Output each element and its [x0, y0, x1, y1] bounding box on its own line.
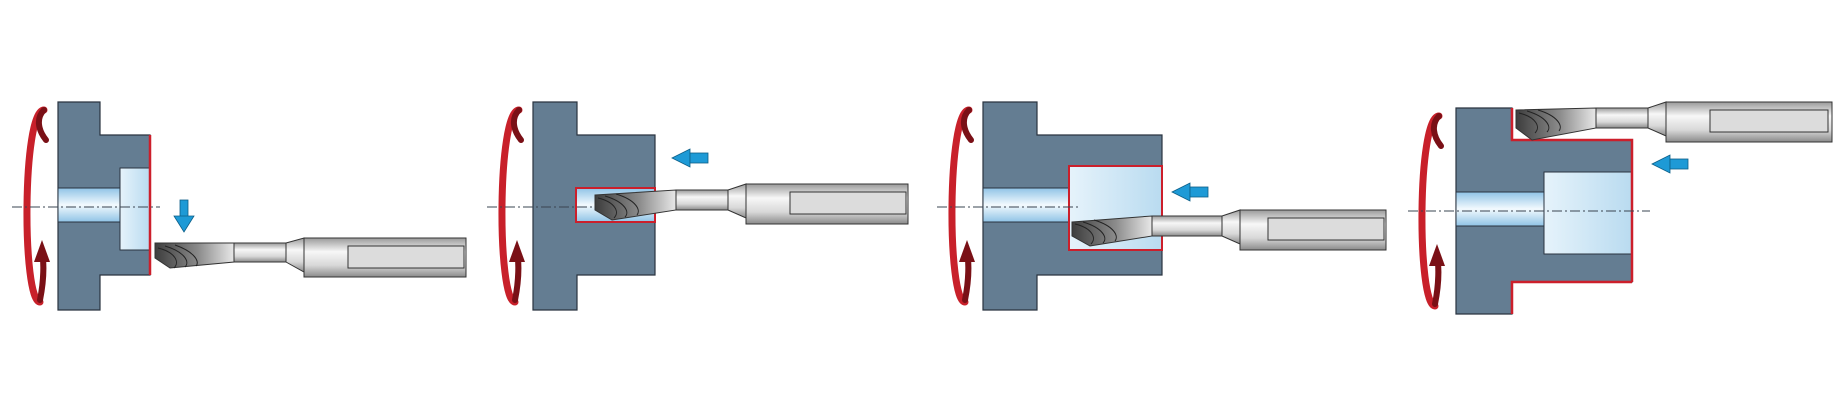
panel-2-bore-roughing: [487, 101, 909, 311]
panel-1-face-turning: [12, 101, 467, 311]
machined-shoulder-bottom: [1510, 280, 1632, 314]
feed-arrow-left: [671, 148, 709, 168]
bore: [1455, 191, 1545, 227]
panel-4-outer-shoulder-turning: [1408, 101, 1833, 315]
workpiece: [982, 101, 1163, 311]
cutting-tool: [154, 237, 467, 278]
feed-arrow-left: [1171, 182, 1209, 202]
bore: [982, 187, 1070, 223]
cutting-tool: [1071, 209, 1387, 251]
bore-step: [119, 167, 151, 251]
cutting-tool: [1515, 101, 1833, 143]
rotation-arrow: [948, 106, 975, 306]
bore: [57, 187, 121, 223]
rotation-arrow: [498, 106, 525, 306]
workpiece: [57, 101, 152, 311]
rotation-arrow: [23, 106, 50, 306]
panel-3-bore-finishing: [937, 101, 1387, 311]
cutting-tool: [594, 183, 909, 225]
feed-arrow-left: [1651, 154, 1689, 174]
feed-arrow-down: [173, 199, 195, 233]
bore-enlarged: [1543, 171, 1633, 255]
